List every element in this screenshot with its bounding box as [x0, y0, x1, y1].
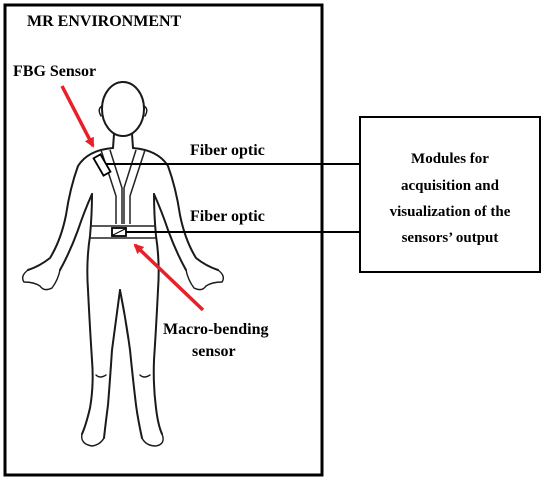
fbg-sensor-arrow	[60, 85, 95, 148]
human-body-outline	[21, 81, 225, 447]
macro-bending-label-line-2: sensor	[192, 343, 236, 360]
macro-bending-hatch	[112, 228, 126, 236]
modules-line-2: acquisition and	[401, 178, 500, 194]
fiber-optic-label-1: Fiber optic	[190, 142, 265, 159]
mr-environment-title: MR ENVIRONMENT	[27, 13, 182, 30]
macro-bending-label-line-1: Macro-bending	[163, 321, 268, 338]
mr-environment-frame	[3, 3, 324, 477]
modules-line-4: sensors’ output	[402, 230, 499, 246]
modules-line-3: visualization of the	[390, 204, 511, 220]
harness-strap	[90, 149, 156, 239]
fiber-optic-label-2: Fiber optic	[190, 208, 265, 225]
fbg-sensor-element	[92, 153, 112, 177]
fbg-sensor-label: FBG Sensor	[13, 63, 96, 80]
modules-line-1: Modules for	[411, 151, 489, 167]
macro-bending-arrow	[133, 243, 205, 312]
modules-box	[359, 116, 541, 273]
